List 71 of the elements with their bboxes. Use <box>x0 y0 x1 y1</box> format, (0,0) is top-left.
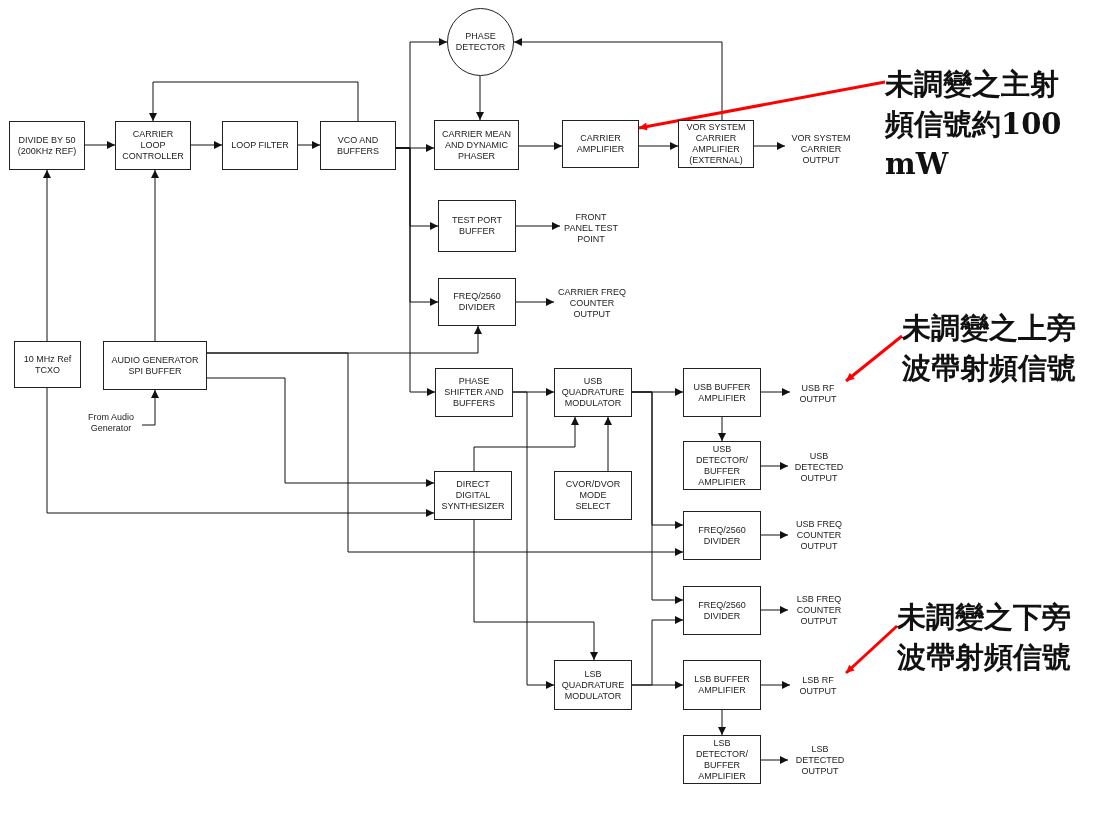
signal-arrow <box>149 81 359 122</box>
output-label: LSB DETECTED OUTPUT <box>788 741 852 779</box>
signal-arrow <box>141 389 159 426</box>
process-box: FREQ/2560 DIVIDER <box>683 511 761 560</box>
signal-arrow <box>631 391 684 604</box>
process-box: VCO AND BUFFERS <box>320 121 396 170</box>
output-label: USB DETECTED OUTPUT <box>788 448 850 486</box>
process-box: CVOR/DVOR MODE SELECT <box>554 471 632 520</box>
process-box: LSB DETECTOR/ BUFFER AMPLIFIER <box>683 735 761 784</box>
output-label: VOR SYSTEM CARRIER OUTPUT <box>785 128 857 170</box>
output-label: LSB FREQ COUNTER OUTPUT <box>788 591 850 629</box>
detector-circle: PHASE DETECTOR <box>447 8 514 76</box>
signal-arrow <box>190 141 223 149</box>
signal-arrow <box>518 142 563 150</box>
signal-arrow <box>46 387 435 517</box>
process-box: USB QUADRATURE MODULATOR <box>554 368 632 417</box>
signal-arrow <box>43 169 51 342</box>
signal-arrow <box>151 169 159 342</box>
process-box: LSB BUFFER AMPLIFIER <box>683 660 761 710</box>
output-label: CARRIER FREQ COUNTER OUTPUT <box>554 284 630 322</box>
signal-arrow <box>206 377 435 487</box>
signal-arrow <box>760 681 791 689</box>
output-label: FRONT PANEL TEST POINT <box>560 208 622 248</box>
process-box: LOOP FILTER <box>222 121 298 170</box>
signal-arrow <box>760 531 789 539</box>
output-label: USB FREQ COUNTER OUTPUT <box>788 516 850 554</box>
process-box: LSB QUADRATURE MODULATOR <box>554 660 632 710</box>
signal-arrow <box>473 519 598 661</box>
process-box: CARRIER LOOP CONTROLLER <box>115 121 191 170</box>
signal-arrow <box>513 38 723 121</box>
process-box: AUDIO GENERATOR SPI BUFFER <box>103 341 207 390</box>
process-box: 10 MHz Ref TCXO <box>14 341 81 388</box>
signal-arrow <box>718 416 726 442</box>
signal-arrow <box>760 388 791 396</box>
signal-arrow <box>753 142 786 150</box>
signal-arrow <box>760 606 789 614</box>
signal-arrow <box>515 298 555 306</box>
signal-arrow <box>760 462 789 470</box>
signal-arrow <box>512 391 555 689</box>
process-box: USB DETECTOR/ BUFFER AMPLIFIER <box>683 441 761 490</box>
output-label: USB RF OUTPUT <box>790 381 846 407</box>
process-box: PHASE SHIFTER AND BUFFERS <box>435 368 513 417</box>
signal-arrow <box>206 352 684 556</box>
annotation-text: 未調變之下旁波帶射頻信號 <box>897 595 1087 679</box>
signal-arrow <box>84 141 116 149</box>
process-box: VOR SYSTEM CARRIER AMPLIFIER (EXTERNAL) <box>678 120 754 168</box>
signal-arrow <box>604 416 612 472</box>
signal-arrow <box>473 416 579 472</box>
process-box: DIRECT DIGITAL SYNTHESIZER <box>434 471 512 520</box>
signal-arrow <box>718 709 726 736</box>
process-box: FREQ/2560 DIVIDER <box>438 278 516 326</box>
process-box: TEST PORT BUFFER <box>438 200 516 252</box>
signal-arrow <box>395 147 436 396</box>
annotation-text: 未調變之主射頻信號約100 mW <box>885 62 1080 186</box>
input-label: From Audio Generator <box>80 410 142 436</box>
callout-arrow <box>845 624 898 675</box>
output-label: LSB RF OUTPUT <box>790 673 846 699</box>
callout-arrow <box>638 80 886 131</box>
signal-arrow <box>297 141 321 149</box>
annotation-text: 未調變之上旁波帶射頻信號 <box>902 306 1092 390</box>
process-box: CARRIER MEAN AND DYNAMIC PHASER <box>434 120 519 170</box>
signal-arrow <box>638 142 679 150</box>
callout-arrow <box>845 334 903 383</box>
process-box: CARRIER AMPLIFIER <box>562 120 639 168</box>
signal-arrow <box>760 756 789 764</box>
process-box: FREQ/2560 DIVIDER <box>683 586 761 635</box>
signal-arrow <box>515 222 561 230</box>
signal-arrow <box>631 616 684 686</box>
process-box: DIVIDE BY 50 (200KHz REF) <box>9 121 85 170</box>
process-box: USB BUFFER AMPLIFIER <box>683 368 761 417</box>
signal-arrow <box>476 75 484 121</box>
